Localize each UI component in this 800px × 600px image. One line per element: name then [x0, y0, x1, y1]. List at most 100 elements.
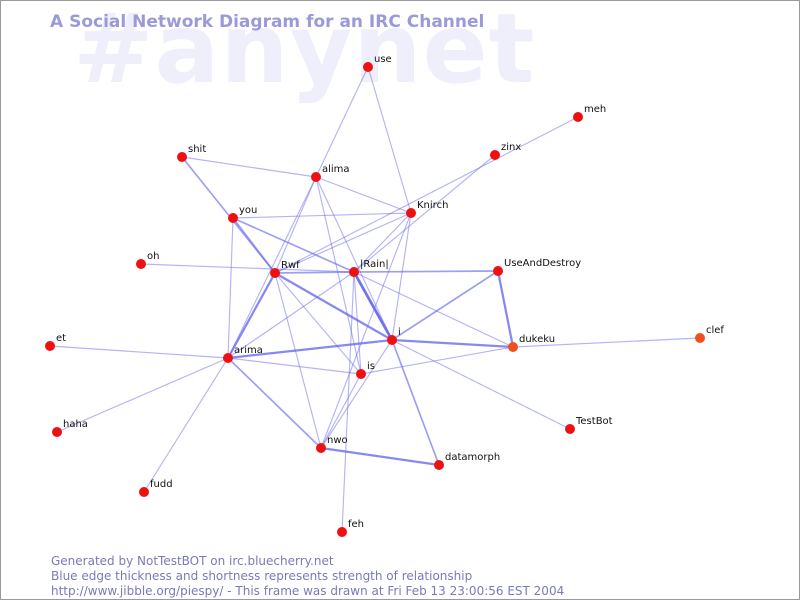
node-label-alima: alima: [322, 164, 350, 175]
node-label-use: use: [374, 54, 392, 65]
edge-oh-rain: [140, 263, 355, 273]
edge-alima-arima: [227, 176, 317, 359]
node-use: use: [363, 54, 392, 72]
edge-shit-alima: [181, 156, 317, 178]
node-alima: alima: [311, 164, 350, 182]
node-label-feh: feh: [348, 519, 364, 530]
node-label-testbot: TestBot: [575, 416, 613, 427]
node-rwf: Rwf: [270, 260, 300, 278]
node-label-you: you: [239, 205, 257, 216]
edge-you-knirch: [232, 212, 412, 219]
node-dot-dukeku: [508, 342, 518, 352]
edge-i-testbot: [391, 339, 571, 430]
edge-arima-is: [227, 357, 362, 375]
edge-zinx-rain: [353, 154, 496, 273]
edge-rwf-arima: [226, 271, 277, 360]
edge-arima-nwo: [227, 357, 322, 449]
edge-you-arima: [227, 217, 234, 359]
node-label-arima: arima: [234, 345, 263, 356]
node-dot-shit: [177, 152, 187, 162]
node-clef: clef: [695, 325, 724, 343]
node-dot-use: [363, 62, 373, 72]
node-label-is: is: [367, 361, 375, 372]
edge-rwf-nwo: [274, 272, 322, 449]
node-testbot: TestBot: [565, 416, 613, 434]
node-feh: feh: [337, 519, 364, 537]
node-dukeku: dukeku: [508, 334, 555, 352]
footer-generated-by: Generated by NotTestBOT on irc.bluecherr…: [51, 554, 334, 568]
edge-rwf-i: [273, 271, 394, 342]
edge-i-arima: [226, 338, 394, 360]
node-label-useanddestroy: UseAndDestroy: [504, 258, 581, 269]
node-label-dukeku: dukeku: [519, 334, 555, 345]
node-i: i: [387, 327, 401, 345]
edge-i-nwo: [320, 339, 393, 449]
node-dot-arima: [223, 353, 233, 363]
edge-use-alima: [315, 66, 369, 178]
edge-arima-et: [49, 345, 229, 359]
node-label-oh: oh: [147, 251, 159, 262]
edge-arima-fudd: [143, 357, 229, 493]
node-label-et: et: [56, 333, 66, 344]
node-dot-zinx: [490, 150, 500, 160]
edge-you-rwf: [232, 217, 276, 274]
edge-you-rain: [232, 217, 355, 273]
edge-arima-haha: [56, 357, 229, 433]
node-oh: oh: [136, 251, 159, 269]
node-dot-feh: [337, 527, 347, 537]
node-knirch: Knirch: [406, 200, 448, 218]
node-label-haha: haha: [63, 419, 88, 430]
edge-use-knirch: [367, 66, 412, 214]
edge-rain-dukeku: [353, 271, 514, 348]
node-label-meh: meh: [584, 104, 606, 115]
edge-rain-i: [352, 270, 394, 342]
node-dot-knirch: [406, 208, 416, 218]
node-label-zinx: zinx: [501, 142, 521, 153]
node-dot-et: [45, 341, 55, 351]
edge-rwf-rain: [274, 271, 355, 274]
edge-alima-i: [315, 176, 393, 341]
node-dot-rwf: [270, 268, 280, 278]
page-title: A Social Network Diagram for an IRC Chan…: [50, 12, 485, 32]
edge-rwf-is: [274, 272, 362, 375]
node-label-knirch: Knirch: [417, 200, 448, 211]
node-dot-testbot: [565, 424, 575, 434]
node-label-fudd: fudd: [150, 479, 173, 490]
edge-knirch-i: [391, 212, 412, 341]
footer-legend-note: Blue edge thickness and shortness repres…: [51, 569, 473, 583]
node-label-rain: |Rain|: [360, 259, 389, 270]
node-label-datamorph: datamorph: [445, 452, 500, 463]
node-arima: arima: [223, 345, 263, 363]
node-dot-nwo: [316, 443, 326, 453]
edge-dukeku-clef: [512, 337, 701, 348]
edge-i-datamorph: [391, 339, 440, 466]
node-datamorph: datamorph: [434, 452, 500, 470]
edge-rain-is: [353, 271, 362, 375]
node-label-rwf: Rwf: [281, 260, 300, 271]
node-shit: shit: [177, 144, 206, 162]
node-dot-useanddestroy: [493, 266, 503, 276]
node-dot-fudd: [139, 487, 149, 497]
edge-i-dukeku: [390, 338, 515, 349]
node-is: is: [356, 361, 375, 379]
edge-meh-rwf: [274, 116, 579, 274]
edge-knirch-nwo: [320, 212, 412, 449]
edge-alima-is: [315, 176, 362, 375]
node-dot-datamorph: [434, 460, 444, 470]
node-label-nwo: nwo: [327, 435, 348, 446]
node-dot-meh: [573, 112, 583, 122]
node-dot-rain: [349, 267, 359, 277]
edge-rain-feh: [341, 271, 355, 533]
node-label-clef: clef: [706, 325, 724, 336]
edge-useanddestroy-dukeku: [496, 269, 515, 349]
edge-rain-arima: [227, 271, 355, 359]
node-zinx: zinx: [490, 142, 521, 160]
node-dot-alima: [311, 172, 321, 182]
node-nwo: nwo: [316, 435, 348, 453]
edge-knirch-rain: [353, 212, 412, 273]
node-dot-is: [356, 369, 366, 379]
edge-is-nwo: [320, 373, 362, 449]
